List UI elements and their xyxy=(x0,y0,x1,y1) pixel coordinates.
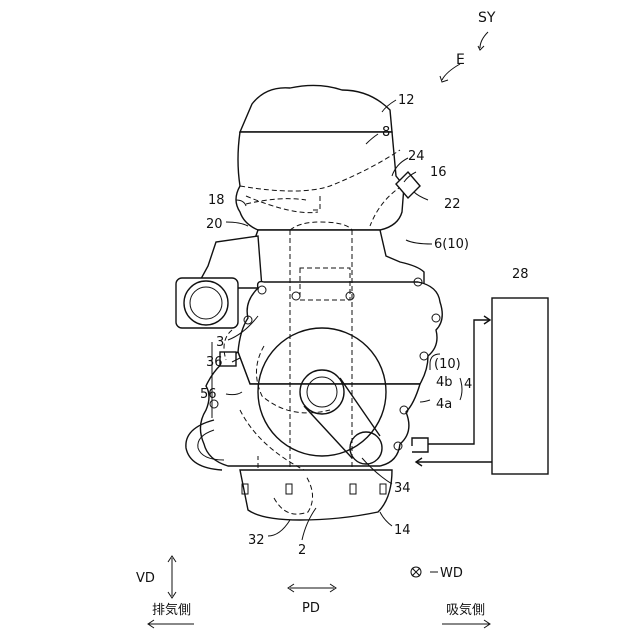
label-10: (10) xyxy=(434,357,461,372)
label-24: 24 xyxy=(408,149,425,164)
legend-pd: PD xyxy=(302,601,320,616)
label-2: 2 xyxy=(298,543,306,558)
cylinder-head xyxy=(236,132,404,230)
pd-arrow xyxy=(288,584,336,592)
label-36: 36 xyxy=(206,355,223,370)
label-6: 6(10) xyxy=(434,237,469,252)
exhaust-arrow xyxy=(148,620,194,628)
crankcase-upper xyxy=(238,282,442,384)
legend-vd: VD xyxy=(136,571,155,586)
label-8: 8 xyxy=(382,125,390,140)
vd-arrow xyxy=(168,556,176,598)
legend-exhaust-side: 排気側 xyxy=(152,602,191,618)
label-18: 18 xyxy=(208,193,225,208)
label-34: 34 xyxy=(394,481,411,496)
wire-upper xyxy=(412,438,428,452)
label-28: 28 xyxy=(512,267,529,282)
label-20: 20 xyxy=(206,217,223,232)
label-32: 32 xyxy=(248,533,265,548)
legend-wd: WD xyxy=(440,566,463,581)
label-14: 14 xyxy=(394,523,411,538)
label-16: 16 xyxy=(430,165,447,180)
label-12: 12 xyxy=(398,93,415,108)
label-22: 22 xyxy=(444,197,461,212)
cylinder-block xyxy=(251,230,424,288)
oil-pan xyxy=(240,470,392,520)
label-sy: SY xyxy=(478,10,496,26)
intake-arrow xyxy=(442,620,490,628)
label-4b: 4b xyxy=(436,375,453,390)
label-4: 4 xyxy=(464,377,472,392)
controller-28 xyxy=(492,298,548,474)
label-3: 3 xyxy=(216,335,224,350)
label-4a: 4a xyxy=(436,397,452,412)
head-cover xyxy=(240,85,392,132)
legend-intake-side: 吸気側 xyxy=(446,602,485,618)
label-e: E xyxy=(456,52,465,68)
wd-symbol xyxy=(411,567,421,577)
label-56: 56 xyxy=(200,387,217,402)
